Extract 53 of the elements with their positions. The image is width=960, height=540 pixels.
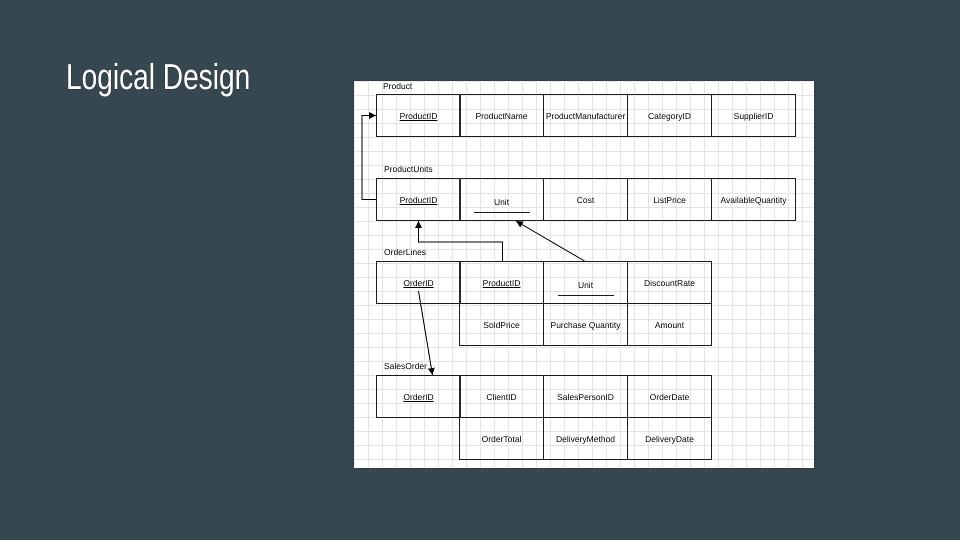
attribute-cell <box>627 303 712 346</box>
field-name: DeliveryDate <box>645 434 694 444</box>
attribute-cell <box>543 178 628 221</box>
attribute-cell <box>376 178 461 221</box>
field-name: Amount <box>654 320 684 330</box>
attribute-cell <box>627 375 712 418</box>
arrow <box>415 220 503 262</box>
attribute-cell <box>627 261 712 304</box>
field-name: ListPrice <box>653 194 686 204</box>
attribute-cell <box>627 417 712 460</box>
attribute-cell <box>459 178 544 221</box>
attribute-cell <box>711 178 796 221</box>
key-field-name: ProductID <box>400 194 438 204</box>
attribute-cell <box>459 375 544 418</box>
arrow <box>418 290 435 376</box>
table-name: ProductUnits <box>384 164 433 174</box>
attribute-cell <box>376 94 461 137</box>
field-name: Unit <box>558 280 614 296</box>
field-name: Purchase Quantity <box>550 320 620 330</box>
attribute-cell <box>459 303 544 346</box>
field-name: SoldPrice <box>483 320 520 330</box>
field-name: ProductManufacturer <box>546 110 626 120</box>
field-name: ClientID <box>486 392 517 402</box>
table-name: OrderLines <box>384 247 426 257</box>
key-field-name: OrderID <box>403 392 434 402</box>
attribute-cell <box>459 261 544 304</box>
key-field-name: ProductID <box>482 278 520 288</box>
table-name: Product <box>383 81 412 91</box>
attribute-cell <box>376 261 461 304</box>
table-name: SalesOrder <box>384 361 427 371</box>
field-name: SalesPersonID <box>557 392 614 402</box>
field-name: AvailableQuantity <box>720 194 786 204</box>
attribute-cell <box>376 375 461 418</box>
field-name: OrderTotal <box>482 434 522 444</box>
attribute-cell <box>711 94 796 137</box>
arrow <box>516 220 585 262</box>
key-field-name: ProductID <box>400 110 438 120</box>
key-field-name: OrderID <box>403 278 434 288</box>
attribute-cell <box>459 94 544 137</box>
field-name: Unit <box>474 197 530 213</box>
slide-title: Logical Design <box>66 56 250 98</box>
attribute-cell <box>459 417 544 460</box>
attribute-cell <box>627 178 712 221</box>
attribute-cell <box>627 94 712 137</box>
field-name: DeliveryMethod <box>556 434 616 444</box>
field-name: SupplierID <box>734 110 774 120</box>
field-name: Cost <box>576 194 594 204</box>
attribute-cell <box>543 94 628 137</box>
field-name: ProductName <box>476 110 528 120</box>
field-name: DiscountRate <box>644 278 696 288</box>
arrow <box>362 112 376 200</box>
field-name: CategoryID <box>648 110 691 120</box>
field-name: OrderDate <box>650 392 690 402</box>
